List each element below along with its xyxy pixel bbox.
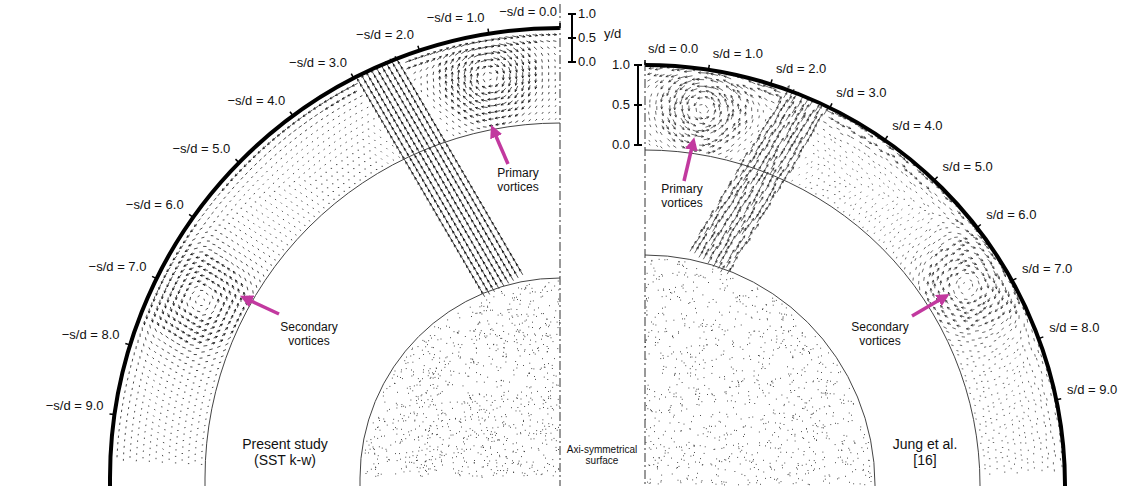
tick-mark [644, 60, 646, 65]
position-label: −s/d = 7.0 [89, 260, 147, 275]
domain-boundary [205, 123, 560, 486]
position-label: s/d = 8.0 [1049, 321, 1099, 336]
scale-label: 0.0 [612, 138, 630, 153]
tick-mark [830, 103, 832, 108]
tick-mark [1056, 399, 1061, 400]
domain-boundary [645, 150, 980, 486]
concave-wall [110, 28, 560, 486]
position-label: −s/d = 1.0 [427, 11, 485, 26]
position-label: s/d = 0.0 [648, 42, 698, 57]
panel-caption: Axi-symmetrical surface [562, 444, 642, 467]
tick-mark [351, 74, 353, 78]
tick-marks [110, 23, 1062, 415]
body-particles [645, 259, 872, 485]
scale-label: 1.0 [612, 58, 630, 73]
position-label: −s/d = 6.0 [126, 198, 184, 213]
tick-mark [934, 177, 938, 181]
position-label: −s/d = 5.0 [173, 142, 231, 157]
annotation: Secondary vortices [276, 321, 342, 349]
tick-mark [1039, 337, 1044, 339]
symmetry-axis [560, 4, 561, 486]
scale-bar [634, 65, 642, 145]
position-label: −s/d = 9.0 [46, 399, 104, 414]
position-label: −s/d = 8.0 [62, 328, 120, 343]
panel-caption: Jung et al. [16] [883, 436, 967, 468]
concave-wall [645, 65, 1065, 486]
axis-label: y/d [604, 27, 621, 42]
nozzle-body [645, 255, 875, 486]
tick-mark [110, 413, 115, 415]
tick-mark [559, 23, 561, 28]
scale-label: 0.5 [612, 98, 630, 113]
scale-label: 0.0 [578, 55, 596, 70]
tick-mark [236, 159, 240, 163]
position-label: s/d = 7.0 [1022, 262, 1072, 277]
tick-mark [290, 112, 293, 116]
tick-mark [885, 136, 888, 140]
tick-mark [771, 79, 773, 84]
position-label: −s/d = 2.0 [356, 28, 414, 43]
tick-mark [708, 65, 710, 70]
position-label: −s/d = 4.0 [227, 94, 285, 109]
position-label: s/d = 2.0 [776, 62, 826, 77]
position-label: s/d = 5.0 [943, 160, 993, 175]
annotation: Secondary vortices [847, 321, 913, 349]
tick-mark [1012, 278, 1016, 280]
tick-mark [487, 29, 489, 34]
tick-mark [189, 214, 193, 217]
velocity-vectors [648, 67, 1062, 475]
annotation: Primary vortices [649, 183, 715, 211]
position-label: −s/d = 3.0 [289, 56, 347, 71]
tick-mark [418, 46, 420, 51]
scale-label: 1.0 [578, 7, 596, 22]
position-label: s/d = 9.0 [1067, 383, 1117, 398]
scale-label: 0.5 [578, 31, 596, 46]
velocity-vectors [117, 34, 556, 465]
position-label: s/d = 3.0 [836, 86, 886, 101]
body-particles [365, 281, 560, 477]
tick-mark [152, 276, 157, 278]
position-label: −s/d = 0.0 [499, 5, 557, 20]
position-label: s/d = 6.0 [986, 208, 1036, 223]
position-label: s/d = 1.0 [713, 47, 763, 62]
vector-field [117, 34, 1062, 485]
tick-mark [125, 344, 130, 345]
panel-caption: Present study (SST k-w) [230, 436, 340, 468]
annotation: Primary vortices [485, 167, 551, 195]
nozzle-body [360, 278, 560, 486]
tick-mark [977, 225, 981, 228]
pointer-arrow [249, 134, 941, 316]
scale-bar [568, 14, 576, 62]
position-label: s/d = 4.0 [892, 119, 942, 134]
symmetry-axis [645, 62, 646, 486]
